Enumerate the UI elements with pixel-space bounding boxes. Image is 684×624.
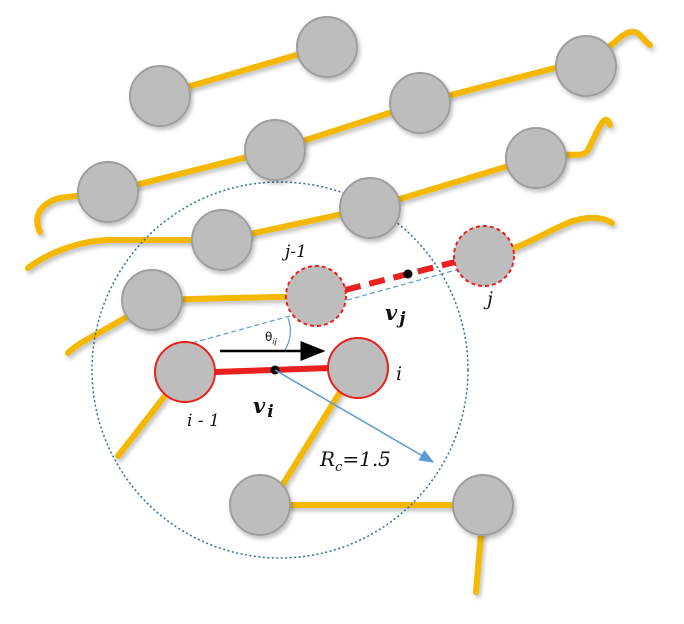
label-j: j (483, 288, 493, 310)
label-v-j-main: v (385, 300, 398, 325)
label-i: i (396, 363, 402, 385)
bead-j (453, 225, 515, 287)
theta-arc (284, 317, 291, 351)
bead (244, 119, 306, 181)
label-theta: θij (265, 330, 278, 346)
label-rc-value: =1.5 (342, 447, 391, 471)
label-theta-sub: ij (272, 337, 277, 346)
bead (452, 474, 514, 536)
bead (191, 209, 253, 271)
cutoff-circle (91, 181, 469, 559)
label-i-minus-1: i - 1 (187, 411, 220, 431)
bond-vj (344, 259, 456, 293)
bead (505, 127, 567, 189)
label-rc-main: R (319, 447, 335, 471)
beads (77, 16, 617, 536)
label-v-j-sub: j (396, 309, 406, 329)
bead (229, 474, 291, 536)
bead (77, 161, 139, 223)
bead-j-minus-1 (285, 265, 347, 327)
bead (555, 35, 617, 97)
label-v-i-sub: i (267, 402, 273, 422)
bead (389, 72, 451, 134)
midpoint-vj (403, 269, 413, 279)
label-rc: Rc=1.5 (319, 447, 391, 475)
bead (339, 177, 401, 239)
bead-i-minus-1 (154, 341, 216, 403)
bead (296, 16, 358, 78)
label-rc-sub: c (335, 460, 343, 475)
label-j-minus-1: j-1 (281, 242, 307, 262)
label-v-i-main: v (253, 393, 266, 418)
bead (129, 65, 191, 127)
highlighted-beads (154, 225, 515, 403)
bead-i (327, 337, 389, 399)
label-theta-main: θ (265, 330, 272, 344)
bead (121, 269, 183, 331)
cutoff-radius-arrow (274, 369, 435, 463)
